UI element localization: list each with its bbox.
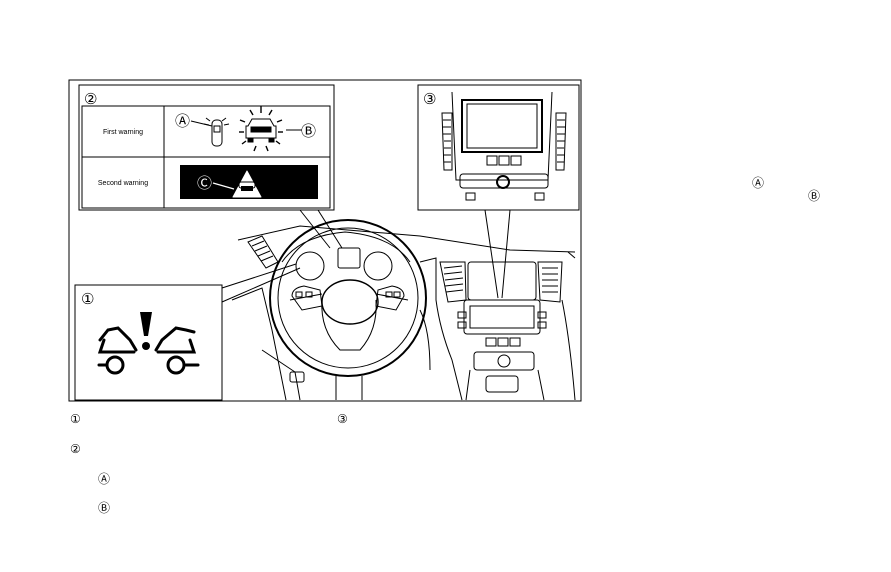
callout-b: Ⓑ [301,122,316,140]
legend-item-1: ① [70,412,81,426]
callout-2: ② [84,90,97,108]
second-warning-label: Second warning [98,180,148,187]
inset-warning-symbol [74,284,223,401]
callout-c: Ⓒ [197,174,212,192]
first-warning-icons [190,106,302,152]
second-warning-display [180,165,318,199]
dashboard-drawing [231,219,576,401]
inset-warning-levels [78,84,335,211]
callout-a: Ⓐ [175,112,190,130]
legend-item-3: ③ [337,412,348,426]
first-warning-label: First warning [103,129,143,136]
inset-center-display [417,84,580,211]
side-ref-b: Ⓑ [808,189,821,203]
legend-item-a: Ⓐ [98,472,111,486]
collision-warning-icon [97,326,200,375]
legend-item-2: ② [70,442,81,456]
leader-lines [221,209,511,303]
figure-frame [68,79,582,402]
callout-1: ① [81,290,94,308]
legend-item-b: Ⓑ [98,501,111,515]
side-ref-a: Ⓐ [752,176,765,190]
callout-3: ③ [423,90,436,108]
